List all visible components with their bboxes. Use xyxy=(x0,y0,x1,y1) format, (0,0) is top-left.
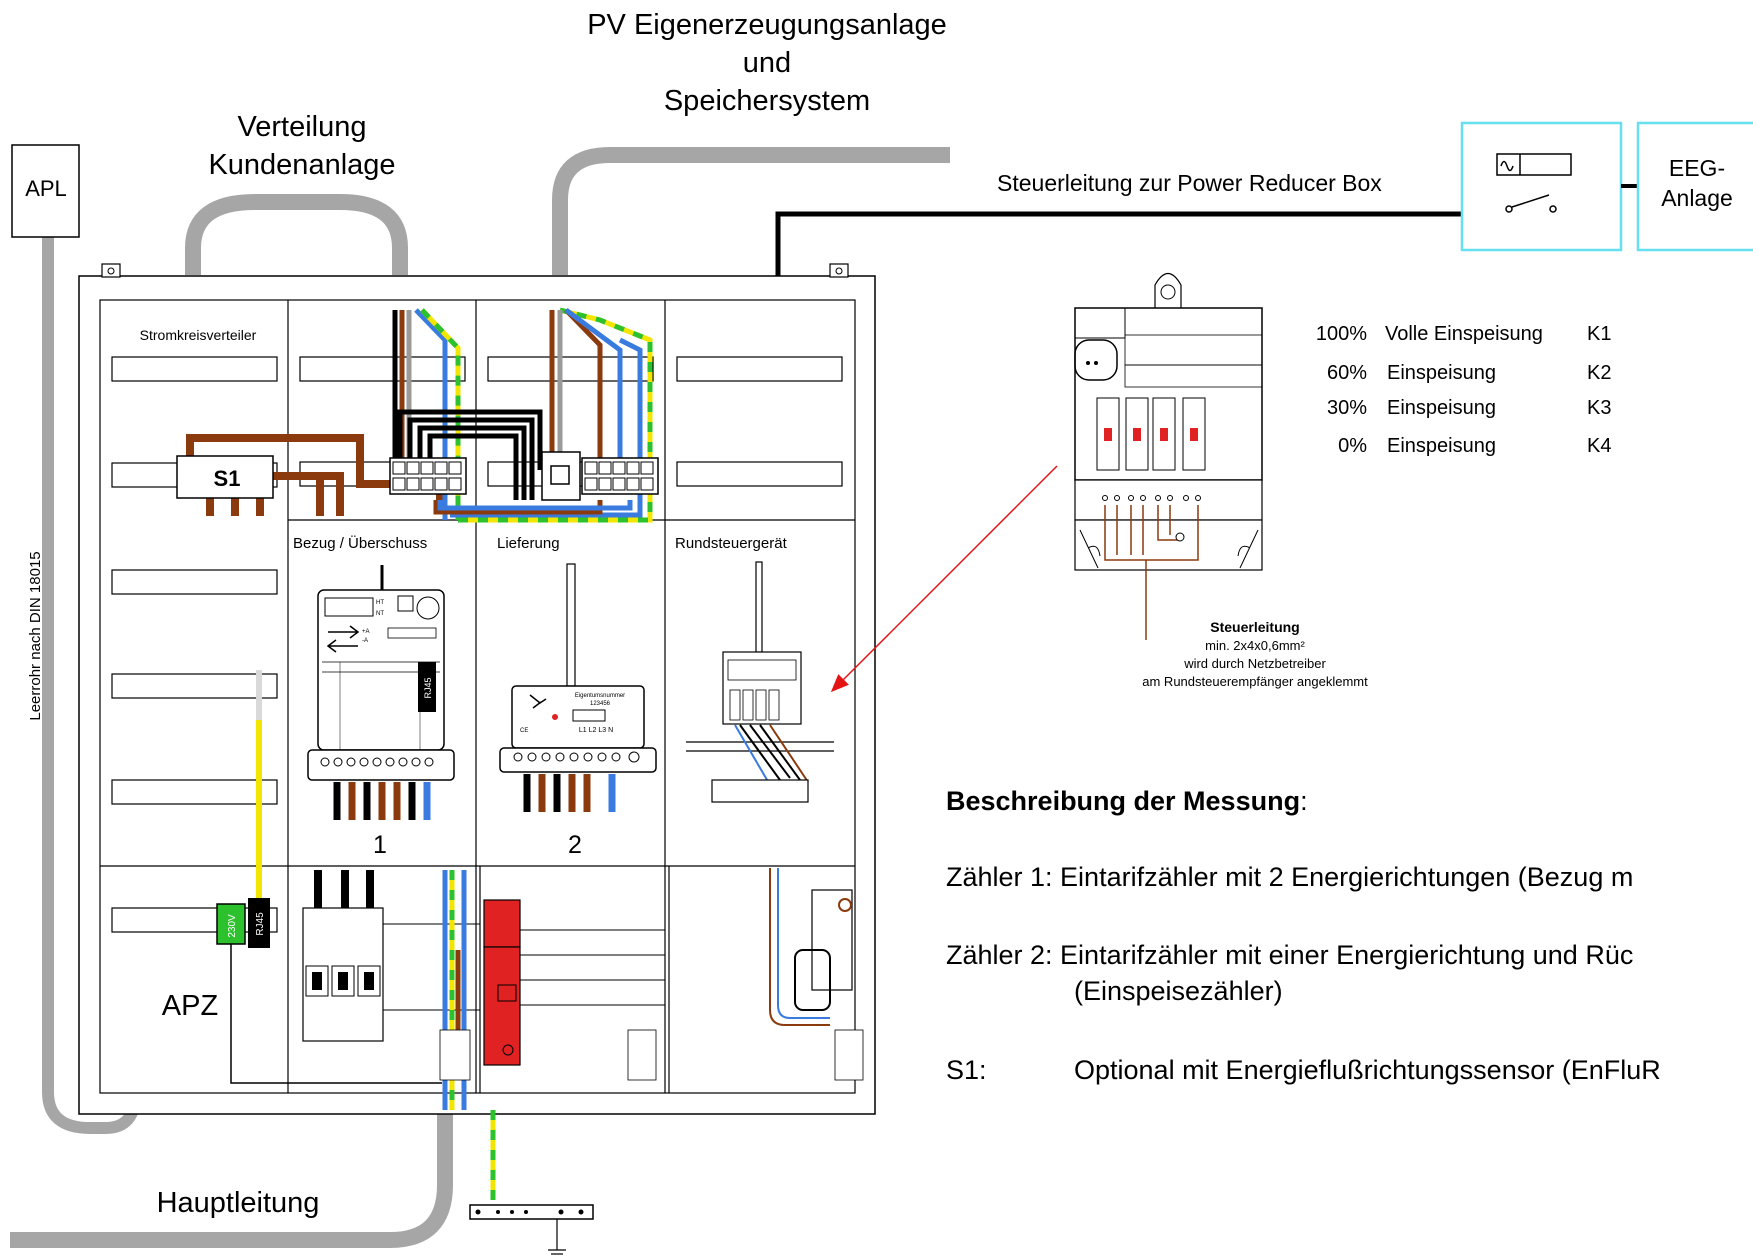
apz-label: APZ xyxy=(162,990,218,1022)
apl-label: APL xyxy=(25,176,67,201)
einspeisung-text-2: Einspeisung xyxy=(1387,362,1496,384)
pv-label-3: Speichersystem xyxy=(664,85,870,117)
meter-2-number: 2 xyxy=(568,831,582,859)
pv-label-2: und xyxy=(743,47,791,79)
meter-2: Eigentumsnummer 123456 L1 L2 L3 N CE xyxy=(499,563,657,812)
steuerleitung-box-label: Steuerleitung zur Power Reducer Box xyxy=(997,170,1382,196)
meter1-plus-a: +A xyxy=(362,629,370,635)
rundsteuer-enlarged xyxy=(1074,272,1263,640)
terminal-block-left xyxy=(389,457,467,495)
rundsteuergeraet-label: Rundsteuergerät xyxy=(675,535,788,552)
eeg-anlage-box: EEG- Anlage xyxy=(1636,121,1753,252)
apl-box: APL xyxy=(11,144,80,238)
conduit-pv xyxy=(552,147,950,275)
beschreibung-title-row: Beschreibung der Messung: xyxy=(946,786,1308,817)
einspeisung-table: 100% Volle Einspeisung K1 60% Einspeisun… xyxy=(1316,323,1612,457)
rundsteuer-device xyxy=(686,561,834,803)
meter2-ce: CE xyxy=(520,728,528,734)
einspeisung-pct-4: 0% xyxy=(1338,435,1367,457)
terminal-strip-lower xyxy=(439,1029,864,1081)
lieferung-label: Lieferung xyxy=(497,535,560,552)
beschreibung-z2-line2: (Einspeisezähler) xyxy=(1074,976,1283,1006)
meter1-nt: NT xyxy=(376,611,384,617)
verteilung-label-1: Verteilung xyxy=(238,111,367,143)
pv-label-1: PV Eigenerzeugungsanlage xyxy=(587,9,947,41)
einspeisung-text-1: Volle Einspeisung xyxy=(1385,323,1543,345)
breakers xyxy=(302,870,480,1042)
lower-right-relay xyxy=(769,868,853,1026)
einspeisung-k-1: K1 xyxy=(1587,323,1611,345)
einspeisung-pct-2: 60% xyxy=(1327,362,1367,384)
red-device xyxy=(483,899,665,1066)
einspeisung-text-3: Einspeisung xyxy=(1387,397,1496,419)
meter1-rj45: RJ45 xyxy=(423,677,433,698)
apz-230v: 230V xyxy=(227,914,238,938)
detail-arrow xyxy=(830,465,1058,693)
meter-1: HT NT +A -A RJ45 xyxy=(307,565,455,820)
meter2-eigentum: Eigentumsnummer xyxy=(575,693,625,699)
beschreibung-colon: : xyxy=(1300,786,1308,816)
verteilung-label-2: Kundenanlage xyxy=(208,149,395,181)
conduit-hauptleitung xyxy=(10,1110,453,1248)
hauptleitung-label: Hauptleitung xyxy=(157,1187,320,1219)
meter2-eigentum-nr: 123456 xyxy=(590,701,611,707)
leerrohr-label: Leerrohr nach DIN 18015 xyxy=(27,551,44,720)
bezug-label: Bezug / Überschuss xyxy=(293,534,427,552)
beschreibung-title: Beschreibung der Messung xyxy=(946,786,1301,816)
meter1-ht: HT xyxy=(376,600,384,606)
steuer-note-line3: am Rundsteuerempfänger angeklemmt xyxy=(1142,674,1368,689)
apz-rj45: RJ45 xyxy=(255,912,266,936)
steuer-note-title: Steuerleitung xyxy=(1210,619,1299,635)
einspeisung-k-2: K2 xyxy=(1587,362,1611,384)
meter-1-number: 1 xyxy=(373,831,387,859)
beschreibung-z1: Zähler 1: Eintarifzähler mit 2 Energieri… xyxy=(946,862,1634,892)
beschreibung-s1-label: S1: xyxy=(946,1055,987,1085)
einspeisung-pct-1: 100% xyxy=(1316,323,1367,345)
conduit-verteilung xyxy=(185,194,408,275)
steuer-note-line1: min. 2x4x0,6mm² xyxy=(1205,638,1305,653)
eeg-label-1: EEG- xyxy=(1669,155,1725,181)
s1-label: S1 xyxy=(214,466,241,491)
contactor-right xyxy=(541,451,659,501)
einspeisung-k-3: K3 xyxy=(1587,397,1611,419)
s1-device: S1 xyxy=(176,455,274,499)
main-cabinet xyxy=(78,263,876,1115)
ground-bar xyxy=(469,1204,594,1255)
meter2-phases: L1 L2 L3 N xyxy=(579,727,613,734)
beschreibung-z2-line1: Zähler 2: Eintarifzähler mit einer Energ… xyxy=(946,940,1634,970)
beschreibung-s1-text: Optional mit Energieflußrichtungssensor … xyxy=(1074,1055,1661,1085)
einspeisung-text-4: Einspeisung xyxy=(1387,435,1496,457)
einspeisung-pct-3: 30% xyxy=(1327,397,1367,419)
eeg-label-2: Anlage xyxy=(1661,185,1733,211)
meter1-minus-a: -A xyxy=(362,638,368,644)
power-reducer-box xyxy=(1460,121,1623,252)
steuer-note-line2: wird durch Netzbetreiber xyxy=(1183,656,1326,671)
apz-devices: 230V RJ45 xyxy=(216,670,442,1084)
stromkreisverteiler-label: Stromkreisverteiler xyxy=(140,327,257,343)
einspeisung-k-4: K4 xyxy=(1587,435,1611,457)
